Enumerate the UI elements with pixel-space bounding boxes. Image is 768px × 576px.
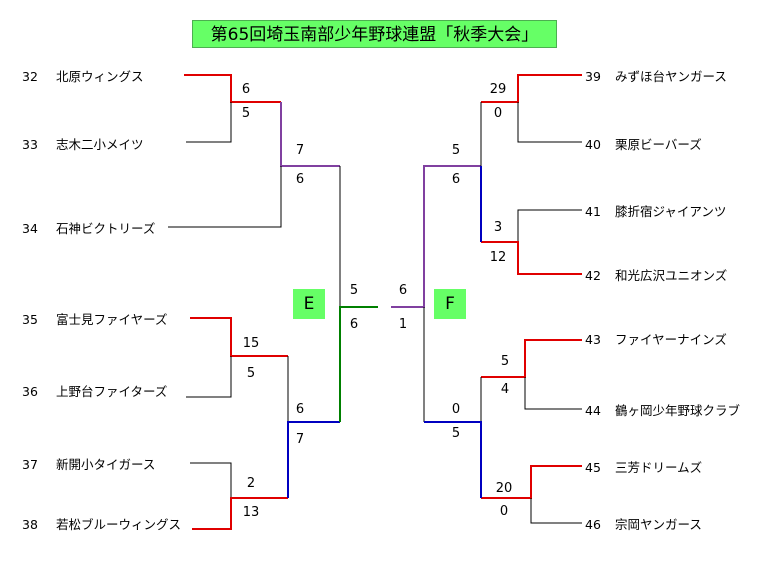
score-43: 5 [500,354,510,369]
score-46: 0 [499,504,509,519]
score-45: 20 [495,481,513,496]
line-f-win [391,165,481,308]
score-37: 2 [246,476,256,491]
block-f-label: F [434,289,466,319]
line-43-win [481,339,582,378]
score-f-top: 6 [398,283,408,298]
score-3536: 6 [295,402,305,417]
line-37 [190,462,232,498]
score-4546: 5 [451,426,461,441]
line-40 [517,102,582,143]
score-e-top: 5 [349,283,359,298]
line-35-win [190,317,288,357]
line-41 [517,209,582,242]
line-39-win [481,74,582,103]
line-33 [186,102,232,143]
score-40: 0 [493,106,503,121]
block-e-label: E [293,289,325,319]
tournament-title: 第65回埼玉南部少年野球連盟「秋季大会」 [192,20,557,48]
line-45-win [481,465,582,499]
score-35: 15 [242,336,260,351]
score-42: 12 [489,250,507,265]
score-4344: 0 [451,402,461,417]
line-34 [168,166,282,228]
score-f-bottom: 1 [398,317,408,332]
score-38: 13 [242,505,260,520]
score-41: 3 [493,220,503,235]
score-34: 6 [295,172,305,187]
line-e-win [339,306,378,422]
line-42-win [481,241,582,275]
score-39: 29 [489,82,507,97]
score-4142: 6 [451,172,461,187]
score-32: 6 [241,82,251,97]
line-4546-win [424,421,482,498]
score-33: 5 [241,106,251,121]
line-36 [186,356,232,398]
score-e-bottom: 6 [349,317,359,332]
line-44 [524,377,582,410]
score-36: 5 [246,366,256,381]
score-3940: 5 [451,143,461,158]
score-3233: 7 [295,143,305,158]
score-44: 4 [500,382,510,397]
line-32-win [184,74,281,103]
line-46 [530,498,582,524]
score-3738: 7 [295,432,305,447]
line-3738-win [287,421,340,498]
line-38-win [192,497,288,530]
